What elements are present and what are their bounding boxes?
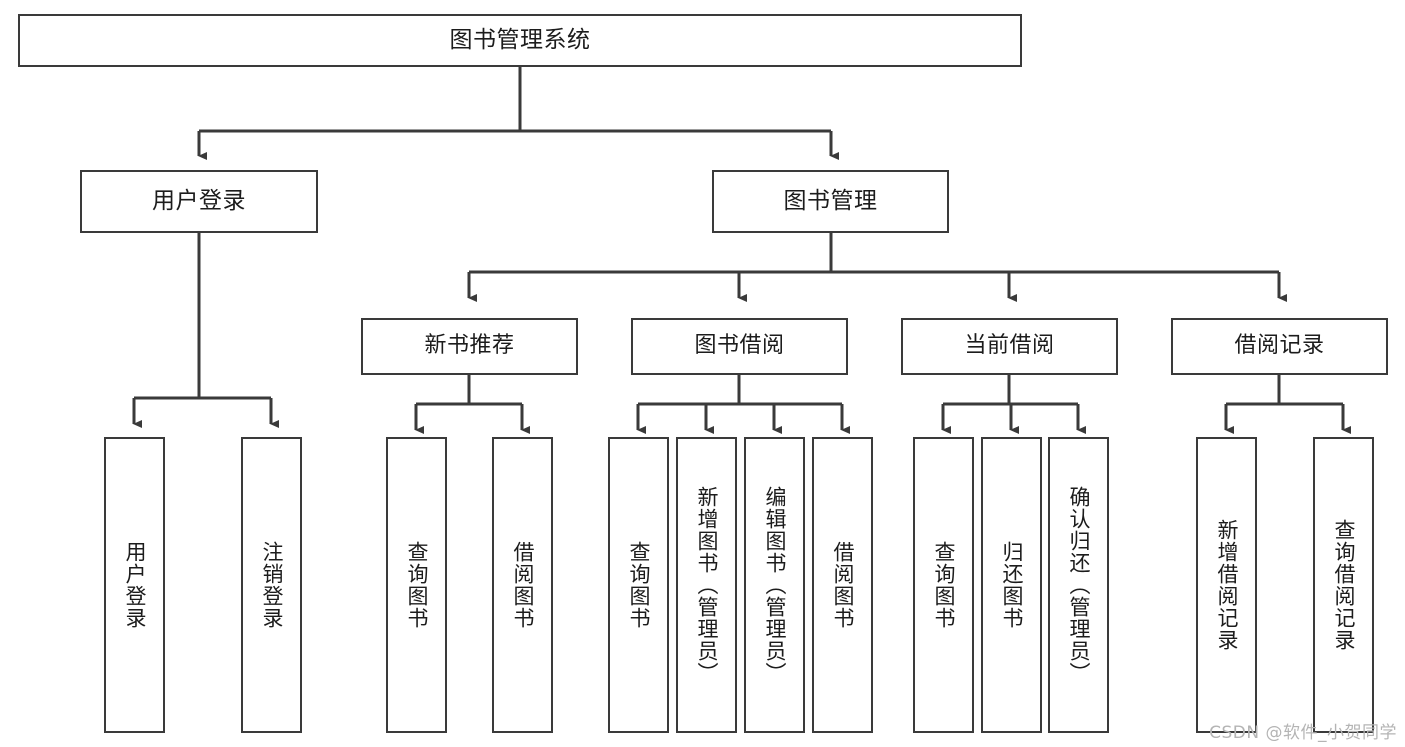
node-leaf-logout-login[interactable]: 注销登录 [241, 437, 302, 733]
node-leaf-user-login-label: 用户登录 [123, 541, 147, 629]
node-leaf-query-book-2-label: 查询图书 [627, 541, 651, 629]
node-user-login[interactable]: 用户登录 [80, 170, 318, 233]
node-root-system[interactable]: 图书管理系统 [18, 14, 1022, 67]
node-root-system-label: 图书管理系统 [449, 26, 591, 53]
node-leaf-borrow-book-1-label: 借阅图书 [511, 541, 535, 629]
node-leaf-add-record-label: 新增借阅记录 [1215, 519, 1239, 651]
node-leaf-query-book-1[interactable]: 查询图书 [386, 437, 447, 733]
node-new-book-recommend[interactable]: 新书推荐 [361, 318, 578, 375]
node-borrow-record-label: 借阅记录 [1234, 333, 1325, 359]
node-leaf-return-book[interactable]: 归还图书 [981, 437, 1042, 733]
node-leaf-add-record[interactable]: 新增借阅记录 [1196, 437, 1257, 733]
node-leaf-confirm-return[interactable]: 确认归还（管理员） [1048, 437, 1109, 733]
node-leaf-query-book-3[interactable]: 查询图书 [913, 437, 974, 733]
node-leaf-borrow-book-2-label: 借阅图书 [831, 541, 855, 629]
node-leaf-query-record[interactable]: 查询借阅记录 [1313, 437, 1374, 733]
node-leaf-query-book-3-label: 查询图书 [932, 541, 956, 629]
node-leaf-edit-book[interactable]: 编辑图书（管理员） [744, 437, 805, 733]
node-book-borrow[interactable]: 图书借阅 [631, 318, 848, 375]
node-leaf-query-book-1-label: 查询图书 [405, 541, 429, 629]
node-book-borrow-label: 图书借阅 [694, 333, 785, 359]
node-book-manage[interactable]: 图书管理 [712, 170, 949, 233]
node-leaf-borrow-book-1[interactable]: 借阅图书 [492, 437, 553, 733]
node-leaf-edit-book-label: 编辑图书（管理员） [763, 486, 787, 684]
node-new-book-recommend-label: 新书推荐 [424, 333, 515, 359]
node-leaf-confirm-return-label: 确认归还（管理员） [1067, 486, 1091, 684]
node-leaf-user-login[interactable]: 用户登录 [104, 437, 165, 733]
node-leaf-add-book[interactable]: 新增图书（管理员） [676, 437, 737, 733]
node-borrow-record[interactable]: 借阅记录 [1171, 318, 1388, 375]
node-leaf-return-book-label: 归还图书 [1000, 541, 1024, 629]
node-book-manage-label: 图书管理 [783, 187, 878, 214]
node-leaf-borrow-book-2[interactable]: 借阅图书 [812, 437, 873, 733]
node-current-borrow-label: 当前借阅 [964, 333, 1055, 359]
node-leaf-add-book-label: 新增图书（管理员） [695, 486, 719, 684]
node-leaf-query-book-2[interactable]: 查询图书 [608, 437, 669, 733]
node-user-login-label: 用户登录 [152, 187, 246, 214]
node-current-borrow[interactable]: 当前借阅 [901, 318, 1118, 375]
node-leaf-query-record-label: 查询借阅记录 [1332, 519, 1356, 651]
node-leaf-logout-login-label: 注销登录 [260, 541, 284, 629]
